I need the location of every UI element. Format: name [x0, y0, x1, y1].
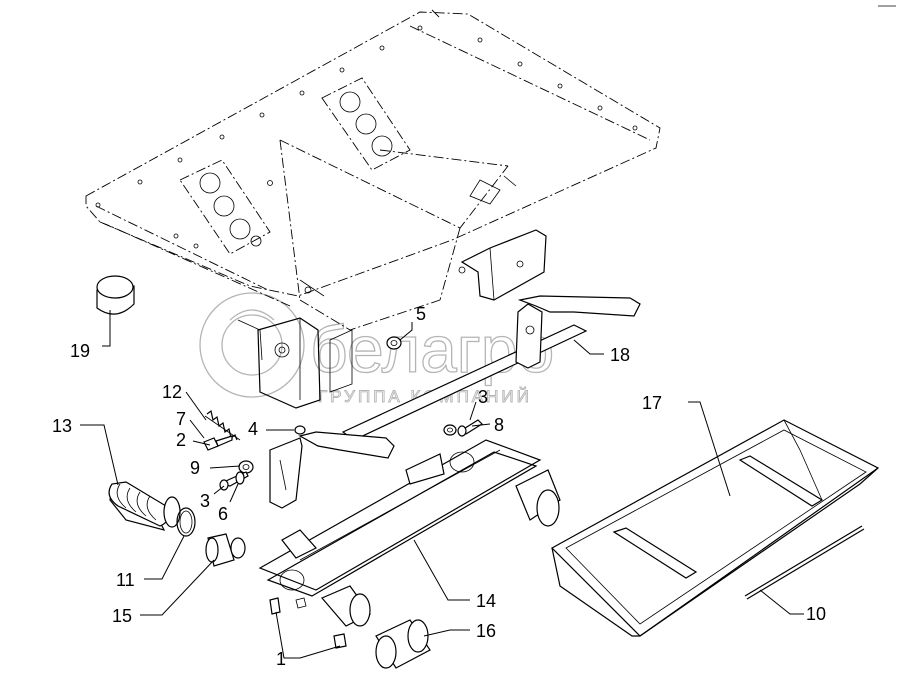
callout-4: 4: [248, 419, 258, 439]
nut-4: [294, 425, 306, 435]
callout-3-right: 3: [478, 387, 488, 407]
callout-5: 5: [416, 304, 426, 324]
watermark-logo-inner: [221, 314, 283, 376]
callout-11: 11: [116, 570, 135, 590]
callout-16: 16: [476, 621, 496, 641]
left-mesh-plate: [179, 159, 271, 255]
callout-19: 19: [70, 341, 90, 361]
tray-17: [551, 419, 880, 637]
nut-5: [386, 336, 402, 350]
right-hinge-bracket: [458, 175, 547, 301]
callout-1: 1: [276, 649, 286, 669]
callout-9: 9: [190, 458, 200, 478]
leader-lines: [80, 310, 804, 659]
watermark-brand: белагро: [310, 312, 554, 386]
callout-6: 6: [218, 504, 228, 524]
callout-17: 17: [642, 393, 662, 413]
callout-14: 14: [476, 591, 496, 611]
callout-numbers: 19 5 18 12 7 2 4 9 3 6 3 8 13 11 15 14 1…: [52, 304, 826, 669]
feeder-trough-14: [258, 439, 561, 649]
right-mesh-plate: [321, 77, 411, 171]
callout-7: 7: [176, 409, 186, 429]
callout-10: 10: [806, 604, 826, 624]
callout-3-left: 3: [200, 491, 210, 511]
left-hinge-bracket: [237, 279, 353, 409]
spring-12: [204, 409, 241, 441]
frame-bolt-holes: [95, 25, 638, 249]
callout-12: 12: [162, 382, 182, 402]
washer-6: [235, 471, 245, 485]
bolt-2: [203, 435, 233, 451]
washer-8: [443, 424, 457, 436]
clamp-ring-11: [176, 507, 196, 537]
callout-18: 18: [610, 345, 630, 365]
sleeve-13: [108, 481, 181, 531]
watermark: белагро ГРУППА КОМПАНИЙ: [199, 292, 555, 406]
callout-8: 8: [494, 415, 504, 435]
cap-tube-16: [375, 619, 431, 669]
watermark-logo-ring: [199, 292, 305, 398]
callout-13: 13: [52, 416, 72, 436]
bushing-19: [96, 275, 135, 315]
hopper-frame: [85, 9, 661, 409]
washer-9: [238, 460, 254, 474]
callout-2: 2: [176, 430, 186, 450]
bolt-3-right: [457, 419, 483, 437]
lever-shaft-18: [269, 295, 641, 509]
coupling-15: [205, 533, 246, 567]
rod-10: [744, 525, 865, 600]
callout-15: 15: [112, 606, 132, 626]
